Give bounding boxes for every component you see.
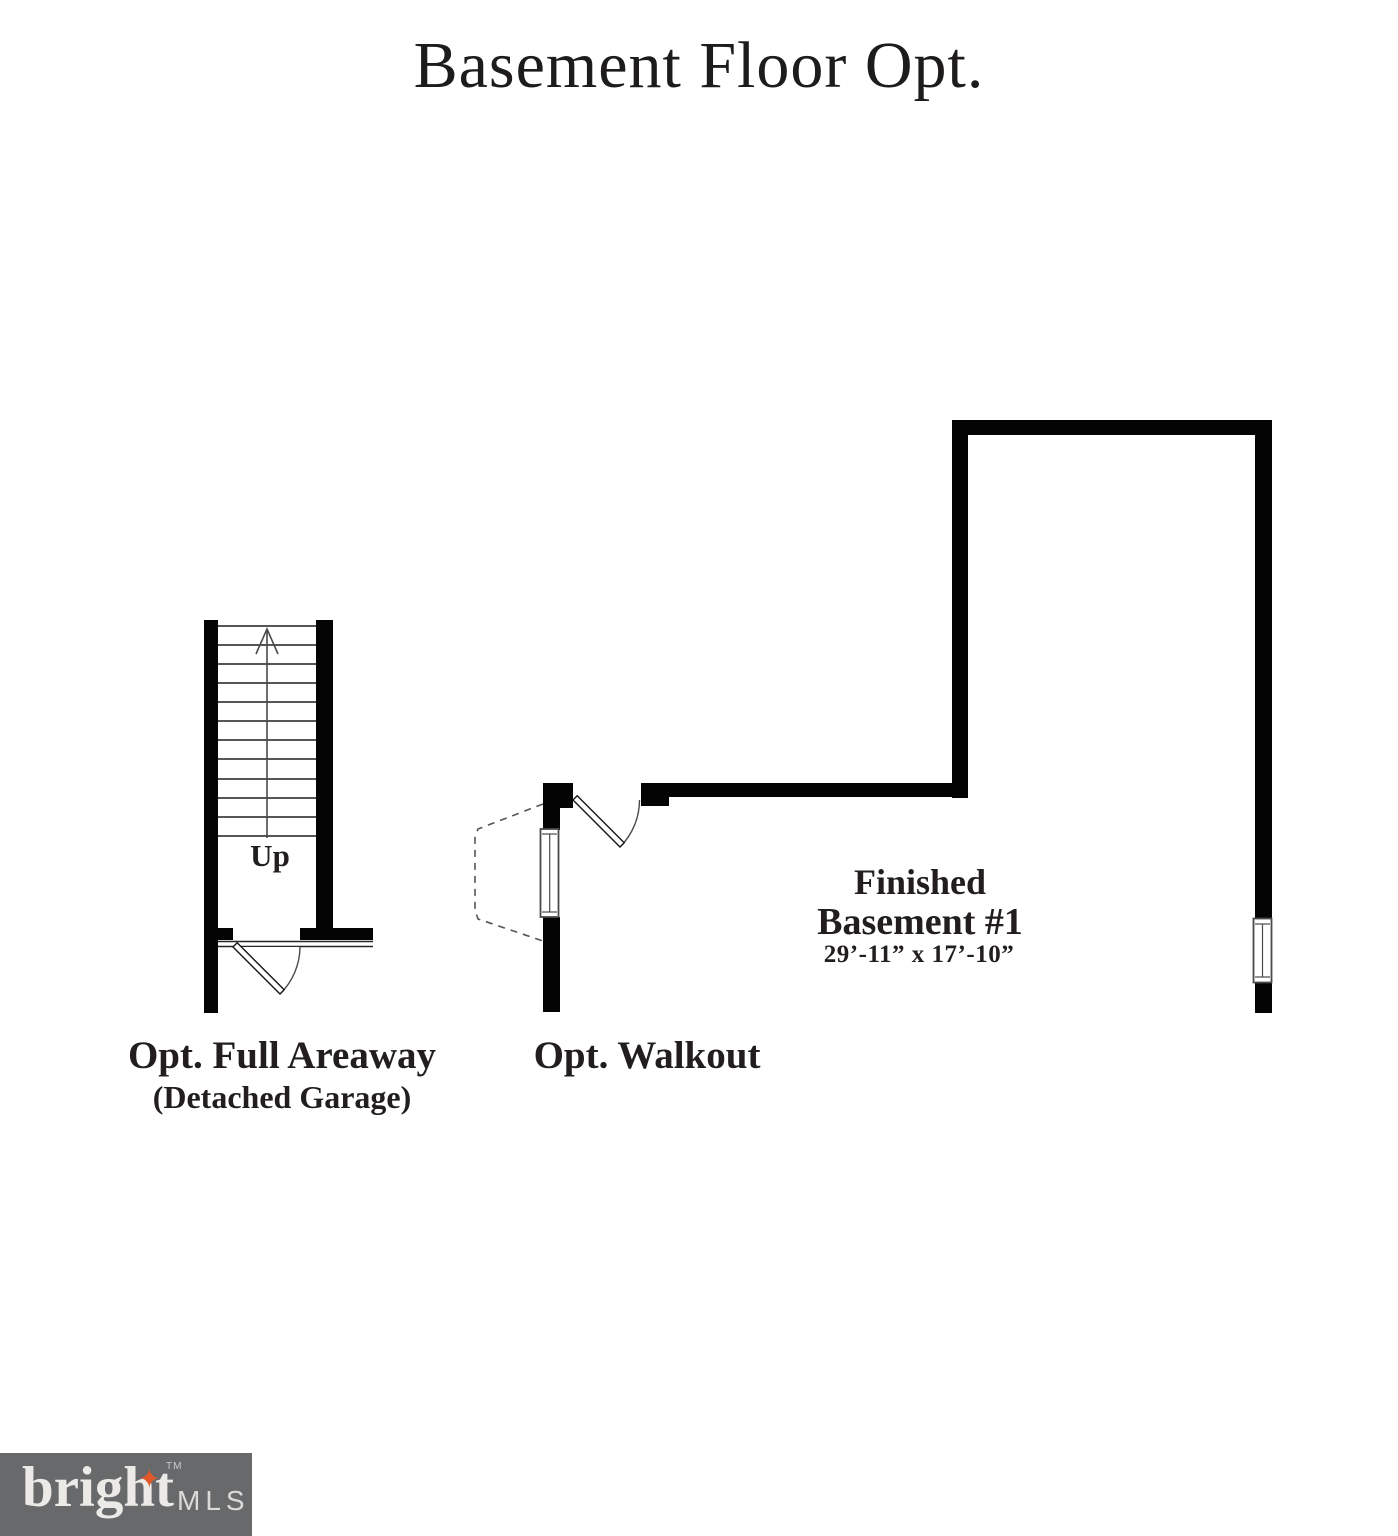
walkout-wall-lower (543, 917, 560, 1012)
room-name-line2: Basement #1 (817, 901, 1023, 943)
basement-right-wall-lower (1255, 980, 1272, 1013)
basement-window (1252, 917, 1273, 984)
staircase (204, 620, 373, 1013)
stair-left-wall (204, 620, 218, 1013)
room-name-line1: Finished (853, 862, 987, 902)
door-leaf (572, 794, 626, 848)
stair-right-wall (316, 620, 333, 940)
walkout-door-jamb-left (558, 797, 573, 808)
brightmls-logo-text: bright (22, 1456, 175, 1519)
areaway-wall-stub-right (300, 928, 373, 940)
walkout-door (572, 794, 641, 848)
walkout-window (539, 828, 560, 918)
room-dimensions: 29’-11” x 17’-10” (823, 941, 1015, 968)
walkout-top-wall-right (641, 783, 967, 797)
stairs-up-label: Up (250, 838, 290, 873)
areaway-option-sublabel: (Detached Garage) (152, 1079, 412, 1115)
door-leaf (232, 941, 286, 995)
brightmls-logo-bar (0, 1453, 252, 1536)
basement-right-wall-upper (1255, 420, 1272, 920)
walkout-door-jamb-right (641, 797, 669, 806)
page-title: Basement Floor Opt. (413, 29, 985, 102)
areaway-option-label: Opt. Full Areaway (127, 1034, 437, 1077)
areaway-door (232, 941, 301, 995)
mls-label: MLS (177, 1485, 250, 1516)
areaway-wall-stub-left (204, 928, 233, 940)
walkout-dashed-outline (474, 803, 544, 942)
basement-left-wall (952, 420, 968, 798)
basement-walls (952, 420, 1273, 1013)
up-arrow-head (255, 627, 279, 655)
walkout-top-wall-left (543, 783, 573, 797)
walkout-option-label: Opt. Walkout (533, 1034, 761, 1077)
basement-top-wall (952, 420, 1272, 435)
walkout (474, 783, 967, 1012)
trademark-label: TM (166, 1461, 183, 1472)
up-arrow-icon (255, 627, 279, 838)
star-icon: ✦ (138, 1464, 161, 1495)
